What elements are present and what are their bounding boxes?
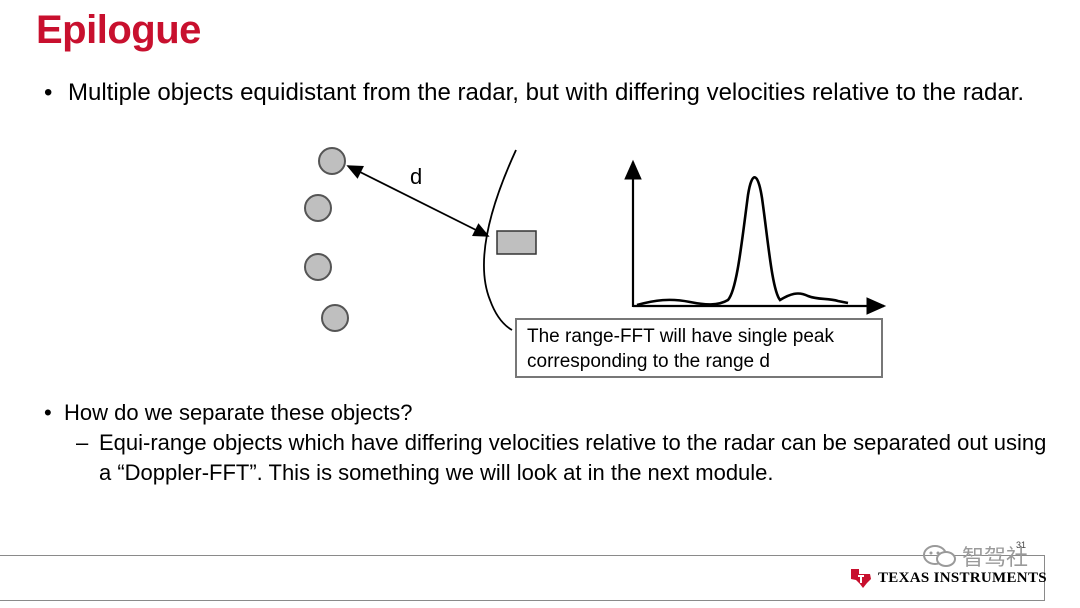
ti-logo: Texas Instruments [848,566,1047,590]
bullet-text: Multiple objects equidistant from the ra… [68,79,1025,106]
watermark: 智驾社 [922,540,1028,572]
texas-state-logo-icon [851,569,871,588]
watermark-text: 智驾社 [962,545,1029,570]
distance-arrow [346,165,490,237]
sub-bullet-marker: – [76,430,89,455]
bullet-text: How do we separate these objects? [64,400,413,425]
page-number: 31 [1016,540,1027,550]
object-2 [304,194,332,222]
ti-logo-text: Texas Instruments [878,569,1047,586]
object-1 [318,147,346,175]
distance-label: d [410,164,422,189]
footer-bar [0,555,1045,601]
range-fft-callout: The range-FFT will have single peak corr… [515,318,883,378]
bullet-marker: • [44,79,53,106]
radar-box [496,230,537,255]
object-3 [304,253,332,281]
fft-spectrum-curve [636,176,849,307]
radar-wavefront [483,149,517,331]
wechat-icon [923,545,956,567]
sub-bullet-text: Equi-range objects which have differing … [99,430,1047,485]
object-4 [321,304,349,332]
bullet-marker: • [44,400,52,425]
slide-title: Epilogue [36,8,201,52]
